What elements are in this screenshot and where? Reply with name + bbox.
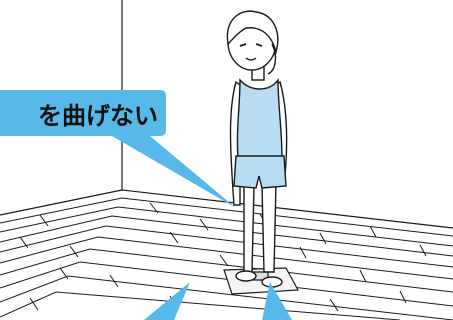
- pointer-arrow-icon: [144, 282, 292, 320]
- wooden-floor-icon: [0, 197, 453, 320]
- person-figure-icon: [226, 10, 288, 288]
- callout-bubble-icon: [0, 90, 236, 208]
- callout-label: を曲げない: [38, 101, 158, 130]
- bathroom-scale-icon: [223, 267, 299, 295]
